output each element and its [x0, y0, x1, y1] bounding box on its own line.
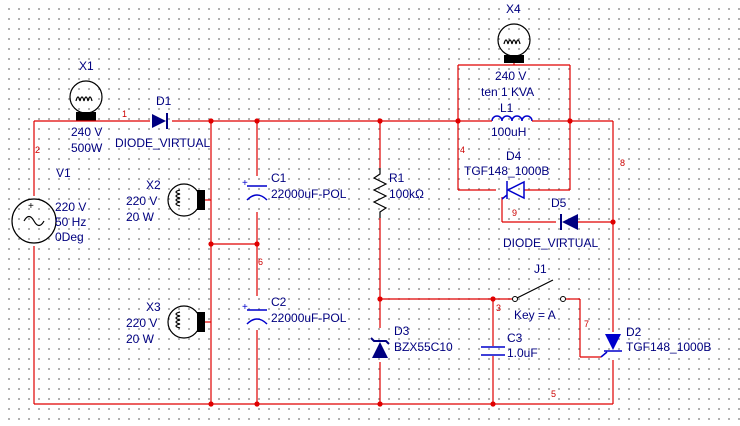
capacitor-c3-labels: C3 1.0uF	[507, 331, 538, 360]
capacitor-c2-value: 22000uF-POL	[271, 311, 347, 325]
net-label-4: 4	[460, 145, 465, 155]
ac-source-v1-ref: V1	[56, 166, 71, 180]
bulb-x4-symbol[interactable]	[497, 23, 531, 63]
bulb-x3-symbol[interactable]	[167, 305, 205, 339]
net-label-6: 6	[258, 257, 263, 267]
capacitor-c1-value: 22000uF-POL	[271, 187, 347, 201]
bulb-x1-voltage: 240 V	[71, 125, 102, 139]
diode-d5-symbol[interactable]	[560, 214, 578, 230]
bulb-x4-labels: X4 240 V ten 1 KVA	[481, 2, 534, 99]
capacitor-c2-ref: C2	[271, 295, 287, 309]
capacitor-c2-symbol[interactable]: +	[242, 302, 268, 325]
capacitor-c1-labels: C1 22000uF-POL	[271, 171, 347, 201]
thyristor-d4-labels: D4 TGF148_1000B	[464, 149, 549, 178]
resistor-r1-symbol[interactable]	[372, 168, 388, 218]
net-label-1: 1	[122, 109, 127, 119]
switch-j1-labels: J1 Key = A	[514, 262, 556, 322]
diode-d5-labels: D5 DIODE_VIRTUAL	[503, 196, 598, 250]
resistor-r1-ref: R1	[389, 171, 405, 185]
wires	[33, 60, 614, 405]
zener-d3-ref: D3	[394, 324, 410, 338]
thyristor-d4-model: TGF148_1000B	[464, 164, 549, 178]
diode-d1-labels: D1 DIODE_VIRTUAL	[115, 94, 210, 150]
svg-text:+: +	[242, 302, 248, 313]
zener-d3-symbol[interactable]	[370, 337, 390, 358]
diode-d5-model: DIODE_VIRTUAL	[503, 236, 598, 250]
inductor-l1-ref: L1	[500, 101, 514, 115]
ac-source-v1-labels: V1 220 V 50 Hz 0Deg	[55, 166, 86, 244]
net-label-7: 7	[584, 319, 589, 329]
diode-d1-model: DIODE_VIRTUAL	[115, 136, 210, 150]
inductor-l1-value: 100uH	[491, 125, 526, 139]
inductor-l1-symbol[interactable]	[458, 115, 570, 122]
bulb-x1-symbol[interactable]	[68, 80, 108, 122]
bulb-x3-power: 20 W	[126, 332, 155, 346]
net-label-5: 5	[551, 389, 556, 399]
bulb-x1-power: 500W	[71, 141, 103, 155]
capacitor-c1-ref: C1	[271, 171, 287, 185]
resistor-r1-value: 100kΩ	[389, 187, 424, 201]
net-labels: 1 2 3 4 5 6 7 8 9	[35, 109, 625, 399]
svg-text:+: +	[242, 178, 248, 189]
capacitor-c3-ref: C3	[507, 331, 523, 345]
net-label-8: 8	[620, 158, 625, 168]
bulb-x4-ref: X4	[506, 2, 521, 16]
resistor-r1-labels: R1 100kΩ	[389, 171, 424, 201]
bulb-x2-voltage: 220 V	[126, 194, 157, 208]
switch-j1-symbol[interactable]	[512, 279, 566, 302]
ac-source-v1-frequency: 50 Hz	[55, 215, 86, 229]
ac-source-v1-voltage: 220 V	[55, 200, 86, 214]
bulb-x2-ref: X2	[146, 178, 161, 192]
inductor-l1-labels: L1 100uH	[491, 101, 526, 139]
thyristor-d2-ref: D2	[626, 325, 642, 339]
svg-text:+: +	[28, 201, 34, 212]
thyristor-d4-ref: D4	[506, 149, 522, 163]
net-label-3: 3	[496, 303, 501, 313]
bulb-x2-symbol[interactable]	[167, 183, 205, 217]
zener-d3-labels: D3 BZX55C10	[394, 324, 453, 354]
bulb-x3-ref: X3	[146, 300, 161, 314]
net-label-2: 2	[35, 145, 40, 155]
bulb-x2-labels: X2 220 V 20 W	[126, 178, 161, 224]
diode-d5-ref: D5	[551, 196, 567, 210]
bulb-x2-power: 20 W	[126, 210, 155, 224]
thyristor-d2-labels: D2 TGF148_1000B	[626, 325, 711, 354]
bulb-x4-power: ten 1 KVA	[481, 85, 534, 99]
bulb-x1-labels: X1 240 V 500W	[71, 59, 103, 155]
junction-dots	[208, 118, 616, 407]
diode-d1-symbol[interactable]	[152, 113, 168, 129]
switch-j1-ref: J1	[534, 262, 547, 276]
thyristor-d2-model: TGF148_1000B	[626, 340, 711, 354]
net-label-9: 9	[512, 208, 517, 218]
bulb-x1-ref: X1	[79, 59, 94, 73]
capacitor-c3-symbol[interactable]	[481, 346, 505, 356]
ac-source-v1-symbol[interactable]: +	[11, 198, 57, 244]
switch-j1-key: Key = A	[514, 308, 556, 322]
zener-d3-model: BZX55C10	[394, 340, 453, 354]
bulb-x4-voltage: 240 V	[495, 69, 526, 83]
capacitor-c3-value: 1.0uF	[507, 346, 538, 360]
bulb-x3-voltage: 220 V	[126, 316, 157, 330]
thyristor-d2-symbol[interactable]	[600, 334, 622, 358]
thyristor-d4-symbol[interactable]	[501, 180, 525, 200]
capacitor-c2-labels: C2 22000uF-POL	[271, 295, 347, 325]
bulb-x3-labels: X3 220 V 20 W	[126, 300, 161, 346]
ac-source-v1-phase: 0Deg	[55, 230, 84, 244]
capacitor-c1-symbol[interactable]: +	[242, 178, 268, 201]
diode-d1-ref: D1	[156, 94, 172, 108]
